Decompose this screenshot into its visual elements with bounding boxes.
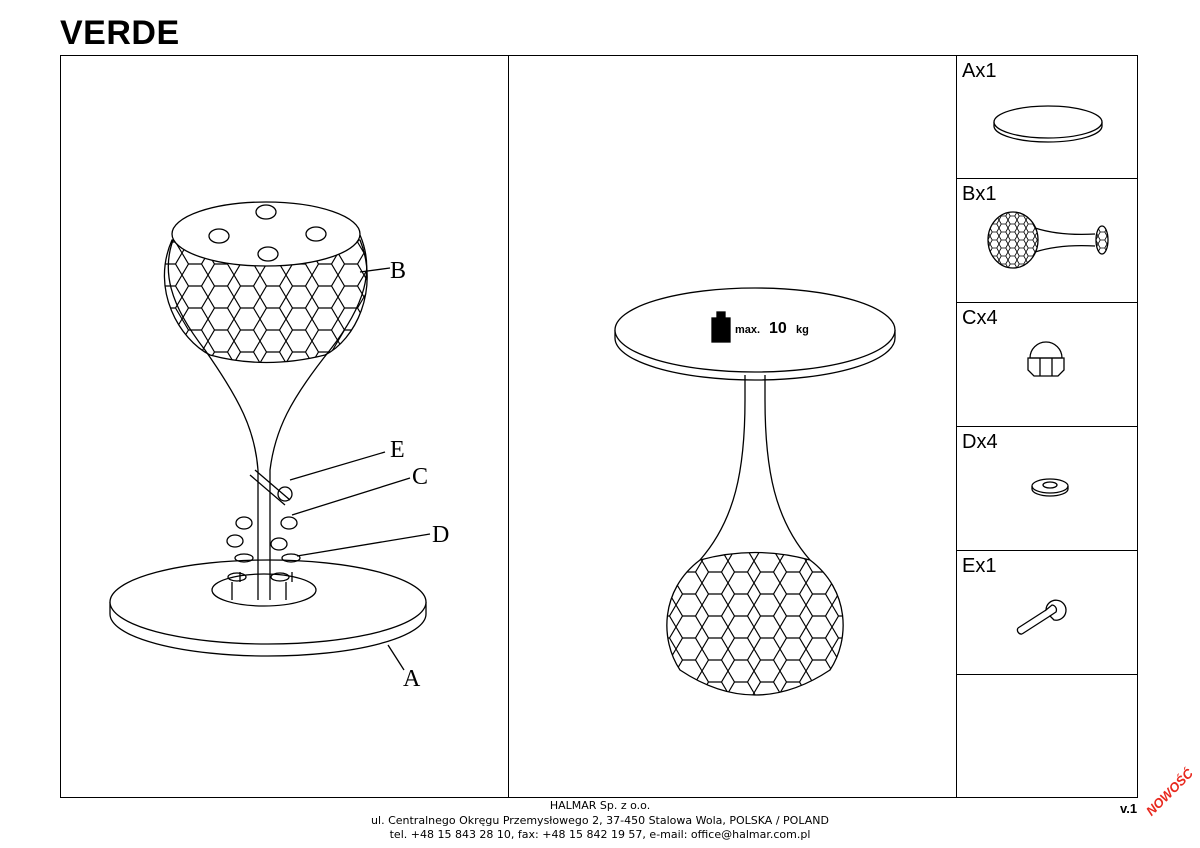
footer-company: HALMAR Sp. z o.o. [549, 799, 651, 812]
wrench-icon [1016, 599, 1067, 635]
callout-b: B [390, 258, 406, 284]
finished-table-diagram: max. 10 kg [614, 287, 896, 696]
assembly-diagram: B E C D A [109, 201, 449, 692]
part-label-d: Dx4 [962, 431, 998, 453]
base-leg-icon [987, 211, 1109, 269]
nuts-and-washers [226, 516, 301, 600]
footer: HALMAR Sp. z o.o. ul. Centralnego Okręgu… [350, 799, 850, 843]
washer-icon [1031, 478, 1069, 497]
callout-e: E [390, 437, 405, 463]
footer-address: ul. Centralnego Okręgu Przemysłowego 2, … [371, 813, 829, 827]
cap-nut-icon [1027, 341, 1065, 377]
part-label-c: Cx4 [962, 307, 998, 329]
callout-c: C [412, 464, 428, 490]
wrench-e [249, 469, 291, 506]
divider [956, 550, 1138, 551]
max-label: max. [735, 324, 760, 336]
divider [956, 426, 1138, 427]
part-label-e: Ex1 [962, 555, 997, 577]
callout-a: A [403, 666, 421, 692]
mounting-plate [211, 573, 317, 607]
version-label: v.1 [1120, 801, 1138, 816]
divider [956, 674, 1138, 675]
table-top-a [109, 559, 427, 657]
base-leg-b [163, 201, 368, 600]
part-label-a: Ax1 [962, 60, 997, 82]
footer-contact: tel. +48 15 843 28 10, fax: +48 15 842 1… [389, 828, 811, 841]
divider [956, 302, 1138, 303]
divider [956, 178, 1138, 179]
page-title: VERDE [60, 14, 180, 52]
divider [508, 55, 509, 798]
weight-icon [711, 311, 731, 343]
part-label-b: Bx1 [962, 183, 997, 205]
max-value: 10 [769, 320, 787, 337]
callout-d: D [432, 522, 449, 548]
table-top-icon [993, 105, 1103, 143]
max-unit: kg [796, 324, 809, 336]
